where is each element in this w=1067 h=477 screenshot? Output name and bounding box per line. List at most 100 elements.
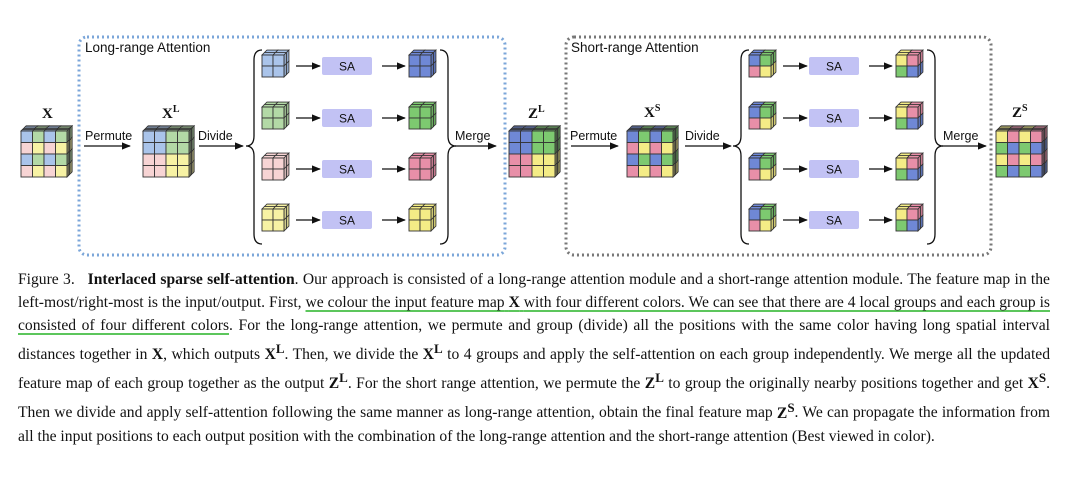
cube-cell (43, 142, 56, 155)
divide-label-1: Divide (198, 129, 233, 143)
cube-cell (759, 157, 772, 170)
cube-cell (531, 142, 544, 155)
cube-cell (408, 168, 421, 181)
cube-cell (1007, 165, 1020, 178)
cube-cell (759, 54, 772, 67)
group-cube-in (261, 49, 290, 78)
group-cube-in (261, 203, 290, 232)
cube-cell (1007, 153, 1020, 166)
cube-cell (272, 65, 285, 78)
cube-cell (1007, 142, 1020, 155)
cube-cell (995, 130, 1008, 143)
cube-cell (895, 208, 908, 221)
cube-cell (649, 153, 662, 166)
cube-cell-side (70, 159, 73, 175)
cube-cell (895, 157, 908, 170)
cube-cell-side (286, 112, 290, 128)
cube-cell (649, 142, 662, 155)
cube-cell (759, 65, 772, 78)
cube-cell-side (920, 214, 924, 230)
cube-cell (165, 142, 178, 155)
cube-cell (759, 208, 772, 221)
cube-cell (531, 165, 544, 178)
cube-cell-side (433, 60, 437, 76)
sa-row: SA (748, 203, 924, 232)
cube-cell (1018, 142, 1031, 155)
sa-block (322, 57, 372, 75)
cube-cell (638, 165, 651, 178)
cube-cell (508, 153, 521, 166)
cube-cell (895, 219, 908, 232)
cube-cell (895, 117, 908, 130)
cube-cell (895, 106, 908, 119)
cube-cell-side (676, 147, 679, 163)
cube-cell (759, 117, 772, 130)
group-cube-in (748, 49, 777, 78)
cube-cell-side (773, 163, 777, 179)
cube-cell-side (286, 214, 290, 230)
cube-cell-side (920, 163, 924, 179)
divide-label-2: Divide (685, 129, 720, 143)
cube-cell (419, 157, 432, 170)
cube-cell (649, 130, 662, 143)
cube-cell-side (1045, 124, 1048, 140)
cube-cell (759, 219, 772, 232)
cube-cell (508, 130, 521, 143)
cube-cell-side (676, 136, 679, 152)
math-x: X (151, 346, 164, 364)
cube-cell (995, 165, 1008, 178)
cube-cell (55, 142, 68, 155)
merge-brace-2 (926, 49, 944, 245)
caption-text: . For the long-range attention, we permu… (18, 317, 1050, 364)
cube-cell (520, 130, 533, 143)
cube-cell (995, 142, 1008, 155)
cube-cell (1030, 142, 1043, 155)
cube-cell (272, 157, 285, 170)
merge-label-2: Merge (943, 129, 978, 143)
cube-cell (32, 165, 45, 178)
cube-cell-side (433, 214, 437, 230)
cube-cell (20, 142, 33, 155)
cube-cell (43, 130, 56, 143)
group-cube-in (261, 101, 290, 130)
cube-cell (638, 142, 651, 155)
sa-block (809, 211, 859, 229)
cube-cell (32, 130, 45, 143)
caption-figure-number: Figure 3. (18, 271, 75, 288)
cube-cell (419, 54, 432, 67)
cube-cell (906, 208, 919, 221)
caption-text: to 4 groups and apply the self-attention… (18, 346, 1051, 393)
group-cube-out (408, 152, 437, 181)
caption-text: . Then we divide and apply self-attentio… (18, 375, 1050, 422)
math-xs: XS (1027, 370, 1047, 393)
cube-cell (261, 117, 274, 130)
cube-cell (1018, 130, 1031, 143)
sa-label: SA (826, 112, 842, 126)
cube-cell (543, 130, 556, 143)
cube-cell (408, 208, 421, 221)
cube-cell (177, 165, 190, 178)
sa-label: SA (339, 112, 355, 126)
cube-cell (272, 208, 285, 221)
sa-row: SA (748, 49, 924, 78)
caption-highlight: we colour the input feature map X with f… (18, 294, 1050, 334)
cube-cell-side (286, 163, 290, 179)
feature-map-xl (142, 124, 196, 178)
cube-cell-side (192, 159, 195, 175)
cube-cell (759, 168, 772, 181)
cube-cell (55, 165, 68, 178)
cube-cell (154, 142, 167, 155)
cube-cell (748, 117, 761, 130)
caption-text: , which outputs (163, 346, 265, 364)
cube-cell (261, 219, 274, 232)
cube-cell (419, 106, 432, 119)
cube-cell-side (70, 147, 73, 163)
cube-cell (1018, 153, 1031, 166)
caption-text: . For the short range attention, we perm… (347, 375, 645, 393)
cube-cell (154, 153, 167, 166)
cube-cell (165, 165, 178, 178)
sa-label: SA (826, 214, 842, 228)
cube-cell (142, 142, 155, 155)
cube-cell (261, 54, 274, 67)
cube-cell (543, 165, 556, 178)
